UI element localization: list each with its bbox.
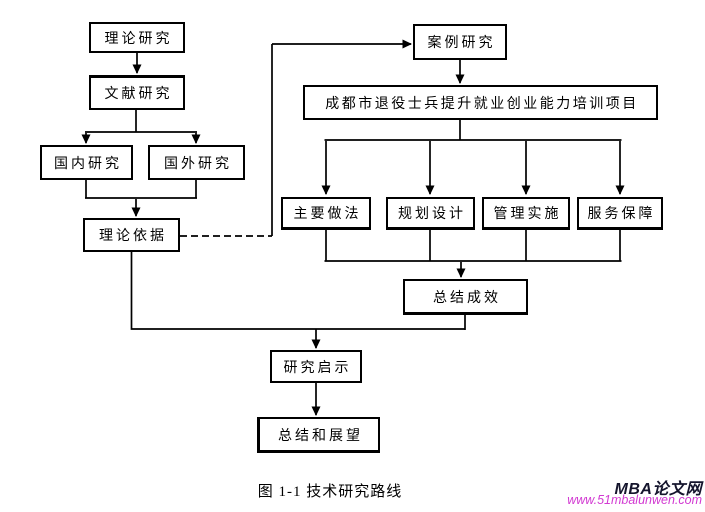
- watermark-site-url: www.51mbalunwen.com: [567, 493, 702, 507]
- node-summary-outlook: 总结和展望: [257, 417, 380, 453]
- edge-four-boxes-merge: [324, 230, 622, 278]
- node-planning-design: 规划设计: [386, 197, 475, 230]
- node-theory-research: 理论研究: [89, 22, 185, 53]
- edge-basis-dashed-to-case-study: [180, 39, 412, 237]
- node-main-practices: 主要做法: [281, 197, 371, 230]
- figure-caption: 图 1-1 技术研究路线: [257, 484, 403, 500]
- node-management-implementation: 管理实施: [482, 197, 570, 230]
- node-literature-research: 文献研究: [89, 75, 185, 110]
- node-training-project: 成都市退役士兵提升就业创业能力培训项目: [303, 85, 658, 120]
- node-domestic-research: 国内研究: [40, 145, 133, 180]
- node-foreign-research: 国外研究: [148, 145, 245, 180]
- node-research-insights: 研究启示: [270, 350, 362, 383]
- node-case-study: 案例研究: [413, 24, 507, 60]
- edge-project-distribution: [321, 120, 625, 195]
- edge-merge-to-theoretical-basis: [85, 180, 197, 217]
- node-service-guarantee: 服务保障: [577, 197, 663, 230]
- watermark-site-name: MBA论文网: [614, 481, 702, 498]
- edge-to-research-insights: [130, 252, 466, 349]
- node-summary-results: 总结成效: [403, 279, 528, 315]
- node-theoretical-basis: 理论依据: [83, 218, 180, 252]
- edge-literature-split: [81, 110, 201, 144]
